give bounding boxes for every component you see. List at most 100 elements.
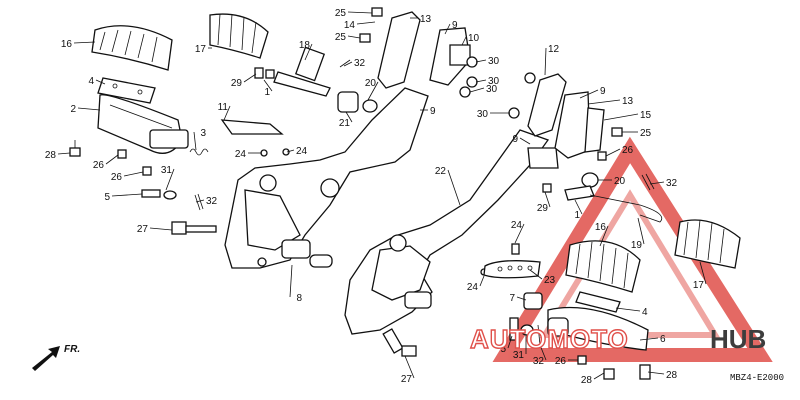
leader-line [345, 111, 353, 123]
callout-number: 9 [430, 106, 436, 117]
pin-26-bottom [577, 355, 587, 365]
callout-number: 27 [401, 374, 413, 385]
footpeg-left-front [97, 94, 189, 154]
bolt-5-right [509, 317, 519, 341]
leader-line [593, 372, 605, 380]
rod-18 [273, 46, 331, 97]
callout-leaders [57, 11, 707, 380]
callout-number: 24 [296, 146, 308, 157]
leader-line [304, 43, 313, 61]
leader-line [649, 181, 665, 185]
footpeg-rubber-left-rear [209, 13, 269, 59]
plate-left-front [97, 77, 156, 104]
footpeg-right-front [547, 306, 649, 351]
callout-number: 30 [488, 76, 500, 87]
callout-number: 9 [452, 20, 458, 31]
callout-number: 28 [45, 150, 57, 161]
callout-number: 24 [511, 220, 523, 231]
washer-20-left [362, 99, 378, 113]
callout-number: 31 [161, 165, 173, 176]
bolt-28-left [69, 140, 81, 157]
washer-31-right [520, 324, 534, 336]
leader-line [149, 227, 173, 231]
leader-line [639, 337, 659, 341]
callout-number: 21 [339, 118, 351, 129]
direction-label: FR. [64, 344, 80, 355]
pin-24-left [260, 148, 290, 157]
callout-number: 30 [486, 84, 498, 95]
rod-19 [589, 194, 663, 223]
leader-line [605, 148, 621, 157]
plate-15-right [584, 107, 605, 153]
callout-number: 27 [137, 224, 149, 235]
callout-number: 17 [693, 280, 705, 291]
leader-line [539, 344, 547, 361]
bracket-23 [483, 260, 541, 279]
callout-number: 30 [488, 56, 500, 67]
callout-number: 26 [111, 172, 123, 183]
leader-line [461, 36, 467, 46]
bolt-27-left [171, 221, 217, 235]
callout-number: 30 [477, 109, 489, 120]
callout-number: 25 [335, 8, 347, 19]
callout-number: 26 [622, 145, 634, 156]
leader-line [574, 199, 583, 215]
callout-number: 25 [335, 32, 347, 43]
callout-number: 32 [666, 178, 678, 189]
callout-number: 20 [614, 176, 626, 187]
leader-line [57, 152, 71, 155]
callout-number: 31 [513, 350, 525, 361]
pin-26-right [597, 151, 607, 161]
callout-number: 24 [235, 149, 247, 160]
leader-line [544, 191, 551, 208]
callout-number: 8 [296, 293, 302, 304]
footpeg-rubber-right-front [565, 240, 641, 293]
leader-line [603, 113, 639, 121]
callout-number: 4 [642, 307, 648, 318]
callout-number: 16 [595, 222, 607, 233]
leader-line [469, 87, 485, 93]
leader-line [444, 23, 451, 35]
bolt-25-right [611, 127, 623, 137]
leader-line [343, 61, 353, 67]
callout-number: 19 [631, 240, 643, 251]
part-7 [523, 292, 543, 310]
leader-line [637, 217, 645, 245]
callout-number: 20 [365, 78, 377, 89]
leader-line [699, 261, 707, 285]
bracket-main-left [224, 87, 429, 269]
leader-line [347, 35, 361, 39]
watermark-brand-left: AUTOMOTO [470, 324, 629, 354]
leader-line [73, 41, 96, 44]
leader-line [263, 79, 273, 92]
leader-line [105, 154, 119, 165]
callout-number: 13 [420, 14, 432, 25]
callout-number: 32 [354, 58, 366, 69]
callout-number: 4 [88, 76, 94, 87]
callout-number: 1 [574, 210, 580, 221]
plate-right-front [575, 291, 621, 313]
plate-13-right [554, 91, 591, 159]
leader-line [123, 171, 144, 177]
leader-line [475, 59, 487, 63]
leader-line [514, 223, 525, 244]
nut-30-left [459, 56, 478, 98]
callout-number: 9 [512, 134, 518, 145]
leader-line [77, 107, 101, 111]
leader-line [516, 296, 527, 301]
bracket-main-right [344, 129, 559, 335]
leader-line [579, 89, 599, 99]
callout-number: 18 [299, 40, 311, 51]
callout-number: 26 [555, 356, 567, 367]
leader-line [647, 371, 665, 375]
footpeg-rubber-right-rear [674, 219, 741, 269]
leader-line [599, 225, 609, 247]
callout-number: 13 [622, 96, 634, 107]
callout-number: 6 [660, 334, 666, 345]
callout-number: 32 [533, 356, 545, 367]
callout-number: 28 [666, 370, 678, 381]
callout-number: 17 [195, 44, 207, 55]
leader-line [289, 264, 293, 298]
